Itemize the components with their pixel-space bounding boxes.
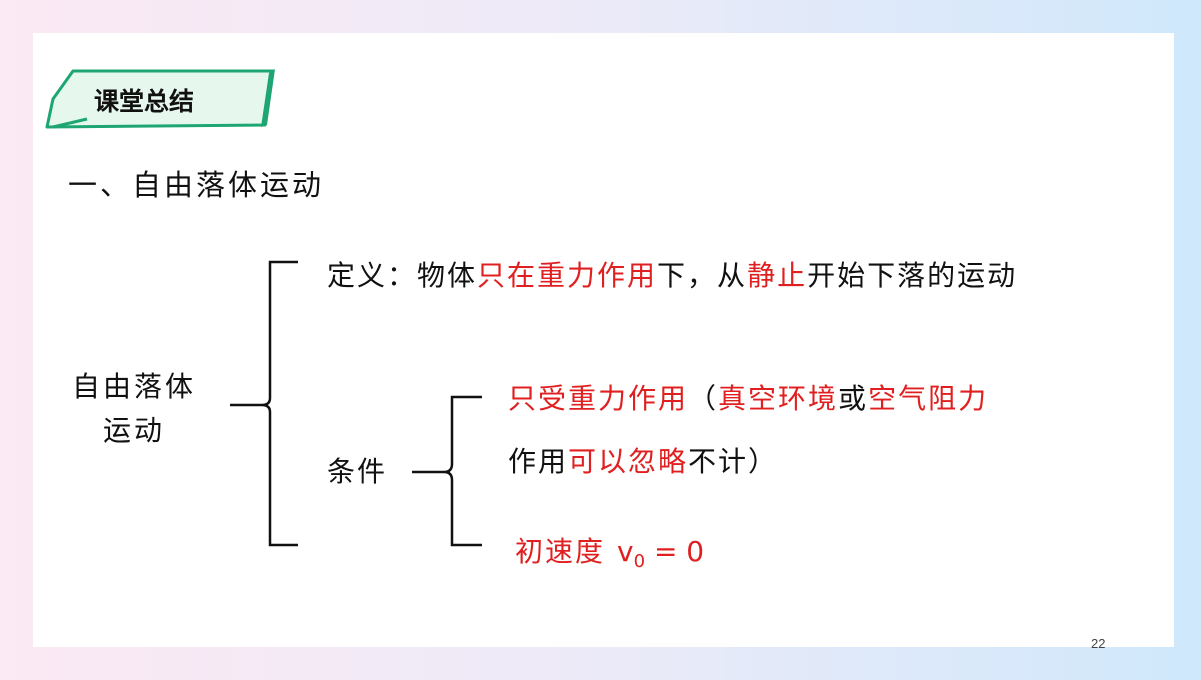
section-badge — [45, 69, 275, 129]
concept-term-line: 运动 — [103, 414, 166, 447]
condition-part: 作用 — [508, 445, 569, 478]
section-badge-label: 课堂总结 — [94, 87, 195, 116]
velocity-symbol: v — [617, 535, 634, 568]
definition-part-highlight: 只在重力作用 — [477, 259, 658, 292]
section-heading: 一、自由落体运动 — [68, 168, 325, 202]
initial-velocity-label: 初速度 — [515, 535, 606, 568]
definition-part: 下，从 — [657, 259, 748, 292]
condition-part-highlight: 真空环境 — [718, 382, 839, 415]
definition-part: 物体 — [417, 259, 478, 292]
condition-part-highlight: 只受重力作用 — [508, 382, 689, 415]
outer-brace — [230, 260, 298, 547]
condition-part: （ — [688, 382, 719, 415]
condition-part: 或 — [838, 382, 869, 415]
inner-brace — [412, 395, 482, 547]
condition-item-1-line-2: 作用可以忽略不计） — [508, 440, 778, 480]
condition-part-highlight: 空气阻力 — [868, 382, 989, 415]
definition-line: 定义：物体只在重力作用下，从静止开始下落的运动 — [327, 254, 1017, 294]
condition-part-highlight: 可以忽略 — [568, 445, 689, 478]
velocity-equals: = 0 — [645, 535, 705, 568]
definition-part-highlight: 静止 — [747, 259, 808, 292]
definition-label: 定义： — [327, 259, 418, 292]
initial-velocity-formula: v0 = 0 — [617, 535, 705, 572]
slide-canvas — [33, 33, 1174, 647]
condition-part: 不计） — [688, 445, 779, 478]
condition-item-1-line-1: 只受重力作用（真空环境或空气阻力 — [508, 377, 988, 417]
concept-term: 自由落体运动 — [72, 365, 196, 453]
condition-item-2: 初速度 v0 = 0 — [515, 530, 704, 572]
velocity-subscript: 0 — [633, 551, 646, 572]
definition-part: 开始下落的运动 — [807, 259, 1018, 292]
page-number: 22 — [1091, 636, 1106, 651]
concept-term-line: 自由落体 — [72, 370, 197, 403]
condition-label: 条件 — [327, 455, 388, 488]
